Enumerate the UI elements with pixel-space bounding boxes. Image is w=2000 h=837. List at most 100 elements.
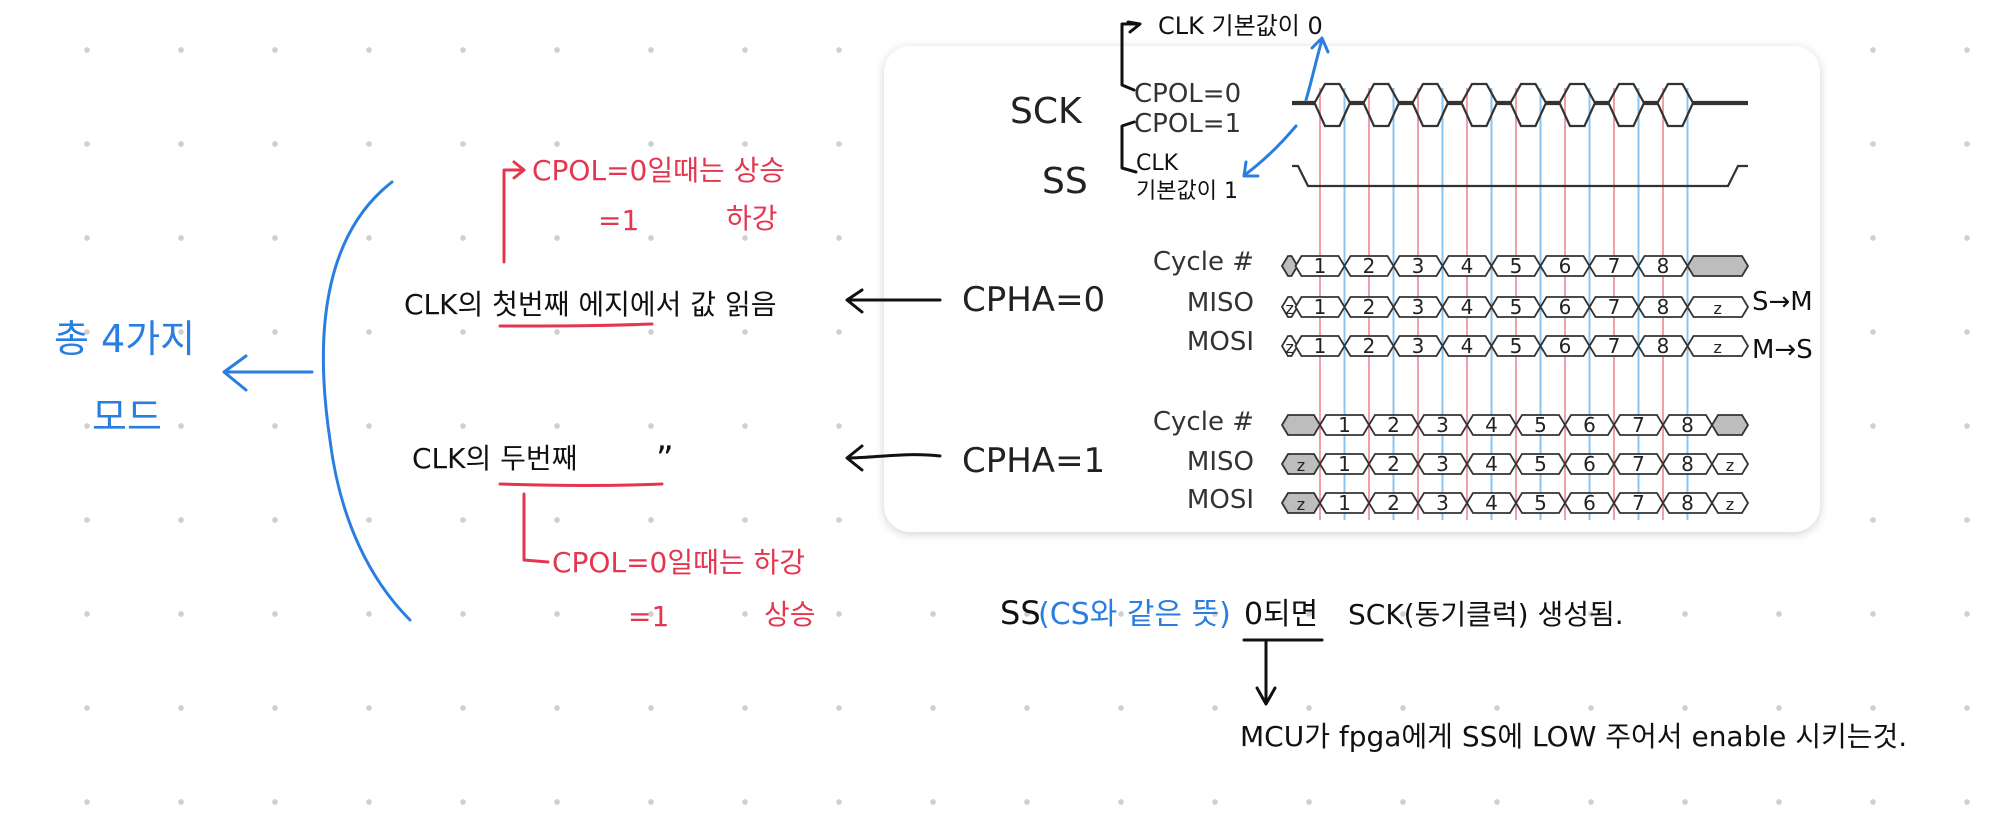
cpha0-mosi-cell-label: z: [1714, 338, 1722, 357]
cpha1-miso-cell: [1710, 453, 1750, 475]
cpha1-mosi-cell-label: 4: [1485, 491, 1498, 515]
cpha0-label: CPHA=0: [962, 280, 1105, 320]
cpha0-cycle-cell-label: 1: [1314, 254, 1327, 278]
cpha0-miso-cell-label: 8: [1657, 295, 1670, 319]
cpha1-mosi-cell-label: 6: [1583, 491, 1596, 515]
cpha1-miso-cell-label: 6: [1583, 452, 1596, 476]
cpha1-mosi-cell-label: 8: [1681, 491, 1694, 515]
cpha1-mosi-cell-label: z: [1297, 495, 1305, 514]
cpha1-miso-cell-label: 3: [1436, 452, 1449, 476]
cpha1-mosi-cell-label: 1: [1338, 491, 1351, 515]
cpha0-mosi-cell-label: z: [1286, 338, 1294, 357]
red-underline-cpha1: [498, 482, 664, 487]
cpha1-miso-cell-label: z: [1297, 456, 1305, 475]
cpha1-cycle-cell-label: 3: [1436, 413, 1449, 437]
note-ss-a: SS: [1000, 594, 1041, 632]
blue-arrow-up-head: [1310, 36, 1330, 54]
note-cpha1-cpol0: CPOL=0일때는 하강: [552, 546, 805, 579]
cpha0-mosi-cell-label: 1: [1314, 334, 1327, 358]
cpol1-label: CPOL=1: [1134, 109, 1241, 139]
cpha1-mosi-cell-label: 3: [1436, 491, 1449, 515]
note-enable-line: MCU가 fpga에게 SS에 LOW 주어서 enable 시키는것.: [1240, 720, 1907, 753]
blue-arrow-down: [1244, 124, 1298, 176]
cpha0-cycle-cell-label: 8: [1657, 254, 1670, 278]
arrow-cpha1: [846, 453, 942, 460]
cpha0-miso-cell-label: z: [1714, 299, 1722, 318]
cpha1-cycle-cell-label: 2: [1387, 413, 1400, 437]
cpha0-miso-cell-label: 1: [1314, 295, 1327, 319]
cpha1-cycle-cell-label: 1: [1338, 413, 1351, 437]
cpha1-miso-cell-label: 1: [1338, 452, 1351, 476]
cpha0-miso-cell-label: z: [1286, 299, 1294, 318]
note-cpha0-desc: CLK의 첫번째 에지에서 값 읽음: [404, 288, 776, 321]
miso-label-cpha0: MISO: [1187, 288, 1254, 318]
cpha1-cycle-cell-label: 6: [1583, 413, 1596, 437]
cpha0-cycle-cell-label: 7: [1608, 254, 1621, 278]
cpha1-miso-cell-label: 2: [1387, 452, 1400, 476]
sck-cpol1-wave: [1292, 102, 1748, 128]
blue-arrow-left-head: [222, 354, 248, 392]
red-bracket-top: [502, 168, 524, 264]
cpha1-miso-cell-label: 8: [1681, 452, 1694, 476]
note-clk-default-0: CLK 기본값이 0: [1158, 12, 1323, 40]
cpha0-cycle-cell-label: 5: [1510, 254, 1523, 278]
note-ditto: ”: [656, 439, 674, 479]
red-bracket-bottom: [522, 492, 550, 564]
bracket-cpol1: [1120, 120, 1138, 174]
red-underline-cpha0: [498, 322, 654, 328]
bracket-cpol0: [1120, 22, 1140, 92]
note-clk-default-1b: 기본값이 1: [1136, 179, 1238, 204]
note-cpha1-cpol1-eq: =1: [628, 600, 669, 633]
cpha1-cycle-cell-label: 7: [1632, 413, 1645, 437]
note-clk-default-1a: CLK: [1136, 151, 1179, 176]
cpha0-miso-cell-label: 6: [1559, 295, 1572, 319]
cpha0-miso-cell-label: 4: [1461, 295, 1474, 319]
cpha0-mosi-cell-label: 6: [1559, 334, 1572, 358]
note-cpha0-cpol1-eq: =1: [598, 204, 639, 237]
note-total-modes-1: 총 4가지: [54, 317, 195, 361]
cpha1-mosi-cell: [1710, 492, 1750, 514]
cpha1-mosi-cell-label: 5: [1534, 491, 1547, 515]
cpha1-label: CPHA=1: [962, 441, 1105, 481]
cpha1-mosi-cell-label: z: [1726, 495, 1734, 514]
cpha0-mosi-cell-label: 7: [1608, 334, 1621, 358]
cpha1-mosi-cell-label: 7: [1632, 491, 1645, 515]
note-s-to-m: S→M: [1752, 287, 1813, 317]
cpha0-mosi-cell-label: 3: [1412, 334, 1425, 358]
cycle-label-cpha1: Cycle #: [1153, 407, 1254, 437]
note-m-to-s: M→S: [1752, 335, 1813, 365]
blue-arrow-down-head: [1242, 160, 1260, 178]
cpha0-mosi-cell-label: 2: [1363, 334, 1376, 358]
note-ss-d: SCK(동기클럭) 생성됨.: [1348, 598, 1624, 631]
cpha0-cycle-cell: [1686, 255, 1750, 277]
note-cpha0-cpol1-val: 하강: [726, 202, 778, 235]
cpha0-cycle-cell-label: 4: [1461, 254, 1474, 278]
note-total-modes-2: 모드: [92, 395, 162, 439]
cpha0-miso-cell: [1686, 296, 1750, 318]
waveforms: [1292, 82, 1748, 188]
ss-wave: [1292, 164, 1748, 188]
note-ss-c: 0되면: [1244, 597, 1318, 632]
sck-label: SCK: [1010, 91, 1083, 132]
blue-brace: [321, 180, 412, 622]
cpha0-miso-cell-label: 3: [1412, 295, 1425, 319]
note-ss-b: (CS와 같은 뜻): [1038, 597, 1231, 632]
cpha1-cycle-cell-label: 4: [1485, 413, 1498, 437]
cycle-label-cpha0: Cycle #: [1153, 247, 1254, 277]
cpha1-cycle-cell-label: 5: [1534, 413, 1547, 437]
cpha0-cycle-cell-label: 6: [1559, 254, 1572, 278]
arrow-cpha1-head: [845, 444, 864, 472]
blue-arrow-up: [1304, 38, 1324, 102]
cpha0-mosi-cell-label: 4: [1461, 334, 1474, 358]
note-cpha1-cpol1-val: 상승: [764, 598, 816, 631]
ss-label: SS: [1042, 161, 1088, 202]
note-cpha0-cpol0: CPOL=0일때는 상승: [532, 154, 785, 187]
sck-cpol0-wave: [1292, 82, 1748, 104]
cpha0-mosi-cell: [1686, 335, 1750, 357]
cpha1-cycle-cell-label: 8: [1681, 413, 1694, 437]
miso-label-cpha1: MISO: [1187, 447, 1254, 477]
cpha1-cycle-cell: [1280, 414, 1322, 436]
red-bracket-top-head: [512, 160, 526, 180]
